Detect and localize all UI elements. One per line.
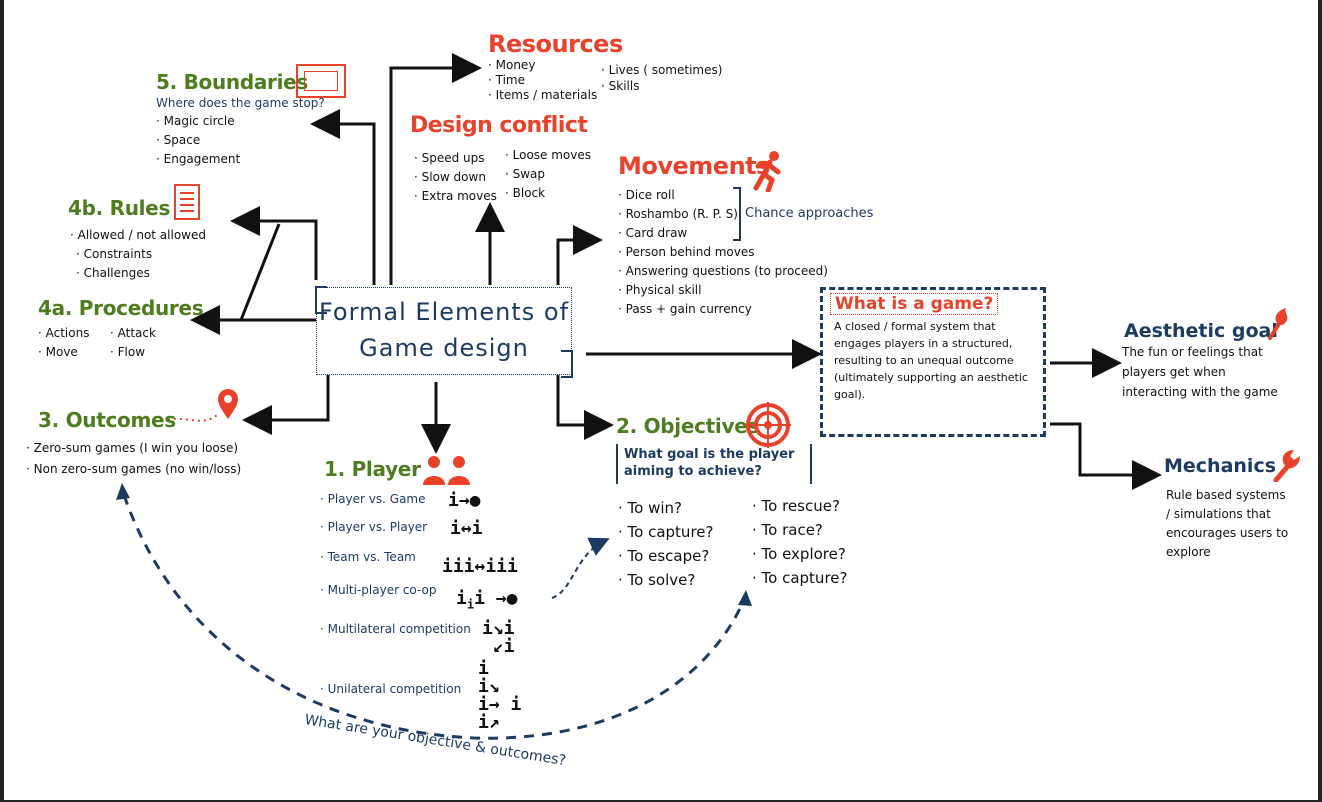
design-conflict-item: · Loose moves bbox=[505, 148, 592, 162]
procedures-item: · Flow bbox=[110, 345, 146, 359]
procedures-item: · Move bbox=[38, 345, 78, 359]
resources-list-left: · Money · Time · Items / materials bbox=[488, 58, 597, 103]
procedures-item: · Actions bbox=[38, 326, 90, 340]
design-conflict-item: · Slow down bbox=[414, 170, 486, 184]
objectives-list-left: · To win? · To capture? · To escape? · T… bbox=[618, 496, 713, 592]
resources-item: · Items / materials bbox=[488, 88, 598, 102]
objective-item: · To race? bbox=[752, 521, 823, 539]
boundaries-heading: 5. Boundaries bbox=[156, 70, 309, 94]
movements-item: · Card draw bbox=[618, 226, 688, 240]
bracket-right bbox=[561, 350, 573, 378]
movements-item: · Answering questions (to proceed) bbox=[618, 264, 828, 278]
player-heading: 1. Player bbox=[324, 457, 421, 481]
resources-item: · Skills bbox=[601, 79, 640, 93]
rules-document-icon bbox=[174, 184, 200, 220]
objective-item: · To capture? bbox=[618, 523, 714, 541]
player-vs-player-symbol: i↔i bbox=[450, 518, 483, 539]
rules-item: · Challenges bbox=[76, 266, 150, 280]
player-type: · Unilateral competition bbox=[320, 682, 462, 696]
central-title-box: Formal Elements of Game design bbox=[315, 286, 573, 378]
movements-item: · Physical skill bbox=[618, 283, 702, 297]
rules-item: · Constraints bbox=[76, 247, 153, 261]
objective-item: · To escape? bbox=[618, 547, 710, 565]
mechanics-text: Rule based systems / simulations that en… bbox=[1166, 488, 1289, 559]
definition-text: A closed / formal system that engages pl… bbox=[834, 320, 1028, 401]
design-conflict-item: · Speed ups bbox=[414, 151, 485, 165]
aesthetic-heading: Aesthetic goal bbox=[1124, 320, 1278, 342]
two-people-icon bbox=[423, 456, 470, 485]
movements-list: · Dice roll · Roshambo (R. P. S) · Card … bbox=[618, 186, 828, 319]
chance-approaches-note: Chance approaches bbox=[745, 206, 874, 221]
procedures-list-right: · Attack · Flow bbox=[110, 324, 156, 362]
map-pin-icon bbox=[218, 389, 238, 419]
design-conflict-heading: Design conflict bbox=[410, 113, 588, 138]
resources-item: · Time bbox=[488, 73, 525, 87]
team-vs-team-symbol: iii↔iii bbox=[442, 556, 518, 577]
objectives-question-bracket bbox=[616, 444, 812, 484]
resources-item: · Money bbox=[488, 58, 536, 72]
multilateral-symbol: i↘i ↙i bbox=[482, 618, 515, 657]
title-line-2: Game design bbox=[359, 334, 529, 362]
objective-item: · To capture? bbox=[752, 569, 848, 587]
player-type: · Multilateral competition bbox=[320, 622, 471, 636]
player-type: · Team vs. Team bbox=[320, 550, 416, 564]
resources-list-right: · Lives ( sometimes) · Skills bbox=[601, 62, 722, 94]
player-type: · Multi-player co-op bbox=[320, 583, 437, 597]
objective-item: · To explore? bbox=[752, 545, 846, 563]
boundaries-item: · Magic circle bbox=[156, 114, 235, 128]
bracket-left bbox=[315, 286, 327, 314]
objective-item: · To win? bbox=[618, 499, 682, 517]
mechanics-heading: Mechanics bbox=[1164, 455, 1277, 477]
movements-item: · Dice roll bbox=[618, 188, 675, 202]
unilateral-symbol: i i↘ i→ i i↗ bbox=[478, 658, 522, 733]
resources-item: · Lives ( sometimes) bbox=[601, 63, 723, 77]
design-conflict-item: · Extra moves bbox=[414, 189, 497, 203]
movements-item: · Roshambo (R. P. S) bbox=[618, 207, 738, 221]
movements-item: · Person behind moves bbox=[618, 245, 755, 259]
boundaries-list: · Magic circle · Space · Engagement bbox=[156, 112, 240, 169]
objective-item: · To rescue? bbox=[752, 497, 840, 515]
player-vs-game-symbol: i→● bbox=[448, 490, 481, 511]
aesthetic-text: The fun or feelings that players get whe… bbox=[1122, 345, 1278, 399]
design-conflict-list-left: · Speed ups · Slow down · Extra moves bbox=[414, 149, 497, 206]
title-line-1: Formal Elements of bbox=[318, 298, 570, 326]
target-icon bbox=[745, 402, 791, 448]
design-conflict-item: · Block bbox=[505, 186, 546, 200]
objective-item: · To solve? bbox=[618, 571, 696, 589]
objectives-list-right: · To rescue? · To race? · To explore? · … bbox=[752, 494, 847, 590]
connector-arrows bbox=[116, 53, 1162, 740]
objectives-heading: 2. Objectives bbox=[616, 414, 760, 438]
procedures-list-left: · Actions · Move bbox=[38, 324, 89, 362]
boundary-frame-icon bbox=[296, 64, 346, 98]
boundaries-item: · Engagement bbox=[156, 152, 241, 166]
resources-heading: Resources bbox=[488, 30, 623, 58]
definition-heading: What is a game? bbox=[830, 293, 999, 315]
procedures-item: · Attack bbox=[110, 326, 156, 340]
outcomes-list: · Zero-sum games (I win you loose) · Non… bbox=[26, 438, 241, 480]
objectives-question: What goal is the player aiming to achiev… bbox=[624, 447, 795, 479]
rules-list: · Allowed / not allowed · Constraints · … bbox=[70, 226, 206, 283]
coop-symbol: iii →● bbox=[456, 588, 518, 612]
definition-box bbox=[820, 287, 1046, 437]
rules-item: · Allowed / not allowed bbox=[70, 228, 206, 242]
boundaries-item: · Space bbox=[156, 133, 201, 147]
procedures-heading: 4a. Procedures bbox=[38, 296, 204, 320]
boundaries-question: Where does the game stop? bbox=[156, 96, 325, 110]
outcomes-heading: 3. Outcomes bbox=[38, 408, 176, 432]
wrench-icon bbox=[1273, 450, 1300, 482]
outcomes-item: · Zero-sum games (I win you loose) bbox=[26, 441, 239, 455]
player-type: · Player vs. Game bbox=[320, 492, 426, 506]
movements-item: · Pass + gain currency bbox=[618, 302, 752, 316]
design-conflict-item: · Swap bbox=[505, 167, 546, 181]
torch-icon bbox=[1268, 308, 1288, 340]
design-conflict-list-right: · Loose moves · Swap · Block bbox=[505, 146, 591, 203]
outcomes-item: · Non zero-sum games (no win/loss) bbox=[26, 462, 242, 476]
player-type: · Player vs. Player bbox=[320, 520, 428, 534]
rules-heading: 4b. Rules bbox=[68, 196, 171, 220]
running-person-icon bbox=[753, 151, 781, 192]
movements-heading: Movements bbox=[618, 152, 770, 180]
